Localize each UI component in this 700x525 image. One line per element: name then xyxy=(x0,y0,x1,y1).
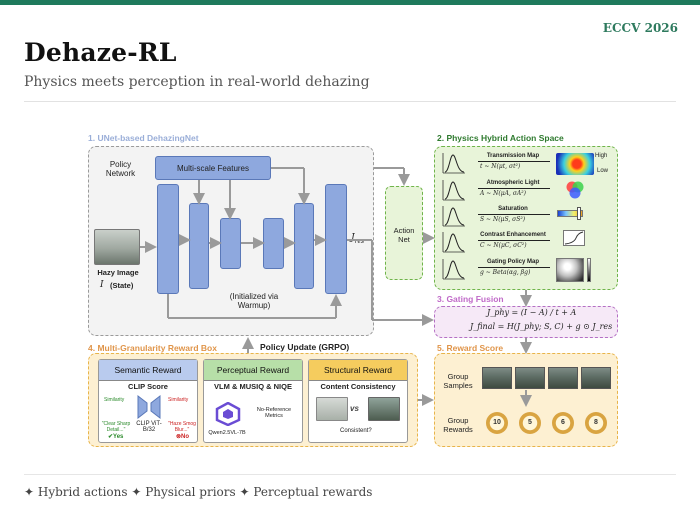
policy-update-label: Policy Update (GRPO) xyxy=(260,342,350,352)
structural-consistent-label: Consistent? xyxy=(340,428,372,434)
group-sample-thumbnail xyxy=(515,367,545,389)
no-reference-metrics-label: No-Reference Metrics xyxy=(256,407,292,419)
action-name-label: Contrast Enhancement xyxy=(480,232,546,238)
group-sample-thumbnail xyxy=(581,367,611,389)
action-arrow xyxy=(478,267,550,268)
reward-medal: 8 xyxy=(585,412,607,434)
saturation-slider xyxy=(557,210,583,217)
semantic-left-similarity: Similarity xyxy=(104,397,125,403)
semantic-positive-prompt: "Clear Sharp Detail..." xyxy=(101,421,131,433)
action-arrow xyxy=(478,240,550,241)
section-gating-label: 3. Gating Fusion xyxy=(437,294,504,304)
gating-eq-phy: J_phy = (I − A) / t + A xyxy=(487,308,577,317)
page-subtitle: Physics meets perception in real-world d… xyxy=(24,74,370,90)
action-name-label: Saturation xyxy=(498,206,528,212)
distribution-curve-icon xyxy=(442,259,465,280)
structural-vs-label: vs xyxy=(350,404,359,413)
semantic-yes-label: ✔Yes xyxy=(108,434,124,440)
section-reward-score-label: 5. Reward Score xyxy=(437,343,504,353)
gating-map-thumbnail xyxy=(556,258,584,282)
group-sample-thumbnail xyxy=(548,367,578,389)
distribution-curve-icon xyxy=(442,153,465,174)
semantic-negative-prompt: "Haze Smog Blur..." xyxy=(168,421,196,433)
perceptual-reward-title: Perceptual Reward xyxy=(204,360,302,381)
action-formula: C ~ N(μC, σC²) xyxy=(480,242,527,249)
hazy-image-label: Hazy Image xyxy=(97,268,139,277)
footer-divider xyxy=(24,474,676,475)
action-formula: S ~ N(μS, σS²) xyxy=(480,216,526,223)
top-accent-bar xyxy=(0,0,700,5)
perceptual-model-label: Qwen2.5VL-7B xyxy=(208,430,246,436)
transmission-heatmap xyxy=(556,153,594,175)
distribution-curve-icon xyxy=(442,232,465,253)
section-unet-label: 1. UNet-based DehazingNet xyxy=(88,133,199,143)
action-formula: t ~ N(μt, σt²) xyxy=(480,163,521,170)
action-formula: A ~ N(μA, σA²) xyxy=(480,190,526,197)
semantic-no-label: ⊗No xyxy=(176,434,190,440)
saturation-slider-handle xyxy=(577,207,581,220)
section-action-space-label: 2. Physics Hybrid Action Space xyxy=(437,133,564,143)
semantic-reward-subtitle: CLIP Score xyxy=(128,382,168,391)
hazy-image-thumbnail xyxy=(94,229,140,265)
action-net-box xyxy=(385,186,423,280)
gating-colorbar xyxy=(587,258,591,282)
state-symbol: I xyxy=(100,280,104,290)
contrast-curve-icon xyxy=(563,230,585,246)
j-res-label: Jres xyxy=(351,233,365,245)
reward-medal: 6 xyxy=(552,412,574,434)
semantic-reward-title: Semantic Reward xyxy=(99,360,197,381)
distribution-curve-icon xyxy=(442,206,465,227)
group-sample-thumbnail xyxy=(482,367,512,389)
action-name-label: Atmospheric Light xyxy=(486,180,540,186)
structural-clear-thumbnail xyxy=(368,397,400,421)
action-net-label: Action Net xyxy=(393,226,415,244)
section-reward-box-label: 4. Multi-Granularity Reward Box xyxy=(88,343,217,353)
structural-hazy-thumbnail xyxy=(316,397,348,421)
footer-tagline: ✦ Hybrid actions ✦ Physical priors ✦ Per… xyxy=(24,485,373,499)
qwen-logo-icon xyxy=(215,402,241,426)
action-arrow xyxy=(478,161,550,162)
group-samples-label: Group Samples xyxy=(443,372,473,390)
encoder-block-1 xyxy=(157,184,179,294)
clip-model-label: CLIP ViT-B/32 xyxy=(136,421,162,433)
action-name-label: Transmission Map xyxy=(486,153,540,159)
structural-reward-subtitle: Content Consistency xyxy=(320,382,396,391)
structural-reward-title: Structural Reward xyxy=(309,360,407,381)
multiscale-features-block: Multi-scale Features xyxy=(155,156,271,180)
group-rewards-label: Group Rewards xyxy=(443,416,473,434)
perceptual-reward-card: Perceptual Reward xyxy=(203,359,303,443)
reward-medal: 5 xyxy=(519,412,541,434)
gating-eq-final: J_final = H(J_phy; S, C) + g ⊙ J_res xyxy=(470,322,613,331)
clip-encoder-icon xyxy=(137,394,161,420)
rgb-light-icon xyxy=(566,181,584,199)
reward-medal: 10 xyxy=(486,412,508,434)
distribution-curve-icon xyxy=(442,180,465,201)
state-label: (State) xyxy=(110,281,134,290)
semantic-reward-card: Semantic Reward xyxy=(98,359,198,443)
policy-network-label: Policy Network xyxy=(105,160,136,178)
action-arrow xyxy=(478,188,550,189)
perceptual-reward-subtitle: VLM & MUSIQ & NIQE xyxy=(214,382,292,391)
action-name-label: Gating Policy Map xyxy=(486,259,539,265)
page-title: Dehaze-RL xyxy=(24,38,177,67)
legend-low-label: Low xyxy=(597,168,609,174)
legend-high-label: High xyxy=(595,153,608,159)
semantic-right-similarity: Similarity xyxy=(168,397,189,403)
action-arrow xyxy=(478,214,550,215)
venue-label: ECCV 2026 xyxy=(602,21,678,35)
init-note: (Initialized via Warmup) xyxy=(229,292,279,310)
action-formula: g ~ Beta(αg, βg) xyxy=(480,269,531,276)
header-divider xyxy=(24,101,676,102)
